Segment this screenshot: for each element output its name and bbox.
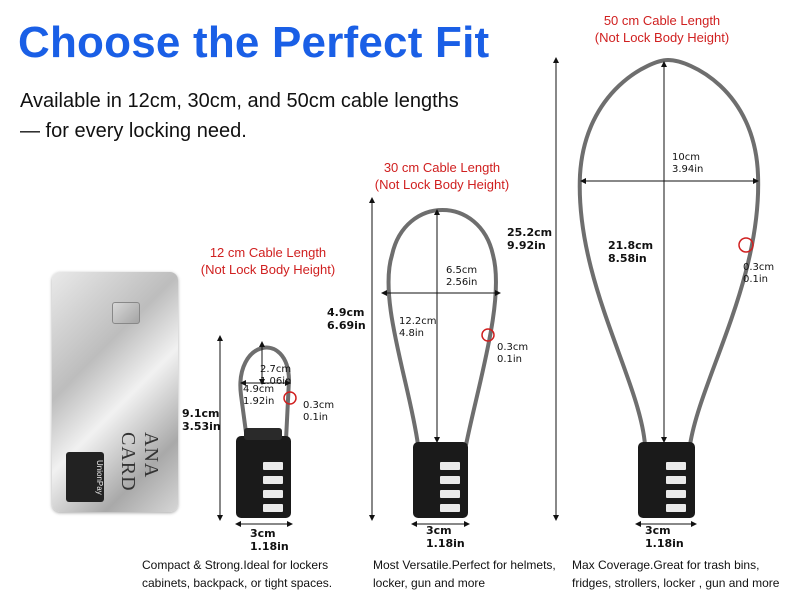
caption-30cm: Most Versatile.Perfect for helmets, lock… — [373, 558, 556, 590]
page-title: Choose the Perfect Fit — [18, 18, 490, 67]
lock-30cm — [369, 197, 501, 527]
cable-length-label-30cm: 30 cm Cable Length (Not Lock Body Height… — [374, 160, 510, 192]
page-subtitle: Available in 12cm, 30cm, and 50cm cable … — [20, 90, 459, 142]
card-chip-icon — [112, 302, 140, 324]
combination-wheels-50cm — [666, 462, 686, 512]
lock-12cm — [217, 335, 297, 527]
caption-50cm: Max Coverage.Great for trash bins, fridg… — [572, 558, 780, 590]
cable-diameter-marker-30cm — [481, 328, 495, 342]
cable-diameter-marker-12cm — [283, 391, 297, 405]
card-brand-text: ANA CARD — [117, 432, 162, 492]
cable-loop-50cm — [577, 57, 761, 446]
lock-50cm — [553, 57, 761, 527]
caption-12cm: Compact & Strong.Ideal for lockers cabin… — [142, 558, 333, 590]
cable-diameter-marker-50cm — [738, 237, 754, 253]
combination-wheels-12cm — [263, 462, 283, 512]
cable-length-label-50cm: 50 cm Cable Length (Not Lock Body Height… — [594, 13, 730, 45]
cable-loop-30cm — [386, 208, 498, 446]
credit-card-image: ANA CARD UnionPay — [52, 272, 178, 512]
card-network-logo: UnionPay — [66, 452, 104, 502]
cable-length-label-12cm: 12 cm Cable Length (Not Lock Body Height… — [200, 245, 336, 277]
combination-wheels-30cm — [440, 462, 460, 512]
